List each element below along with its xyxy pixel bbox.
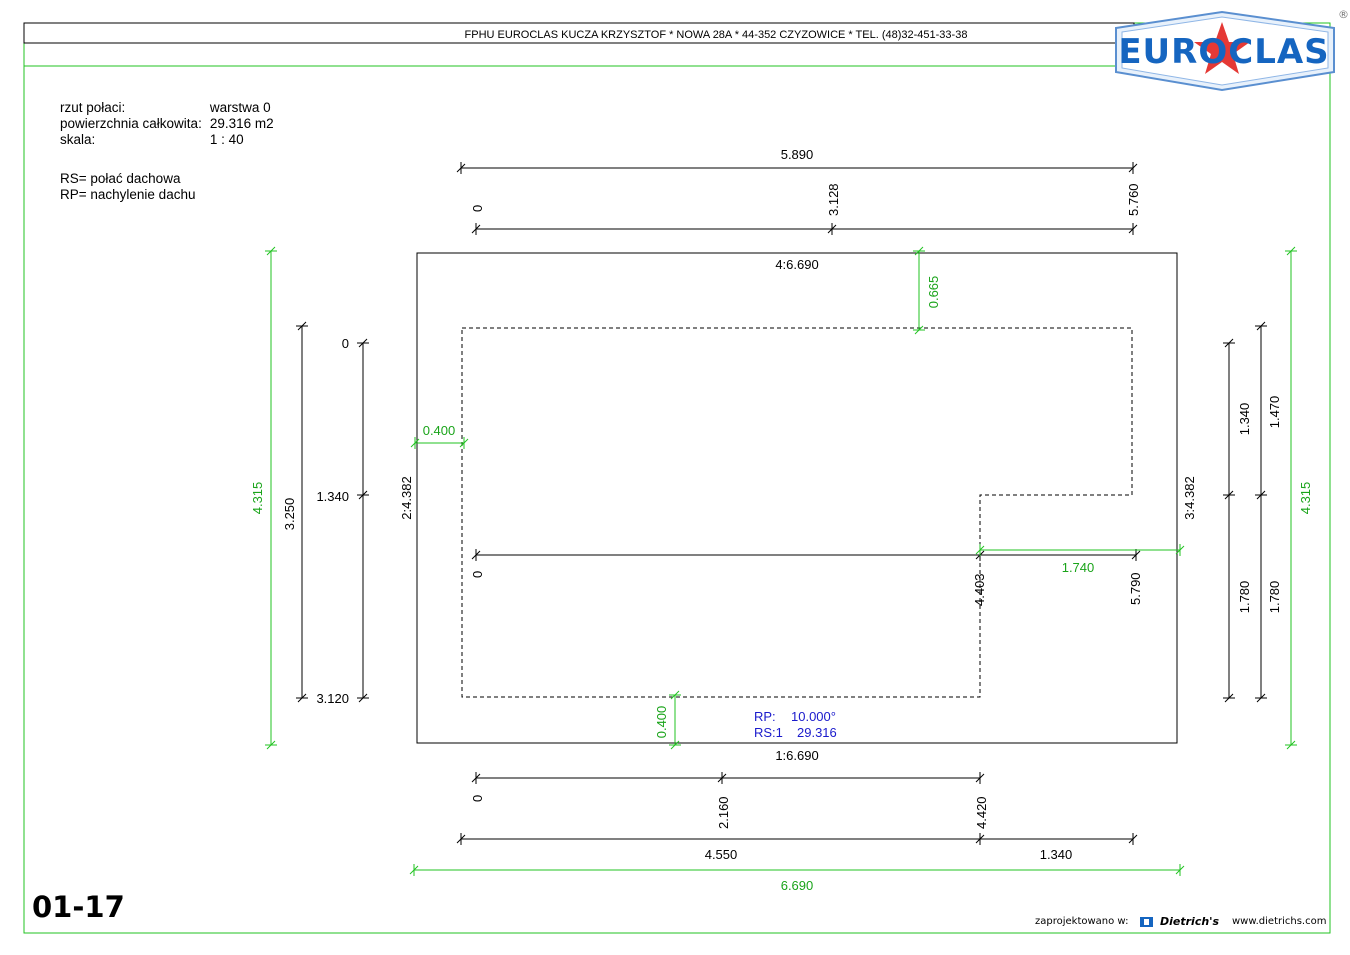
top-overall-dim: 5.890 xyxy=(781,147,814,162)
info-row-layer: rzut połaci: warstwa 0 xyxy=(60,100,274,116)
rs-label: RS:1 xyxy=(754,725,783,740)
footer-url[interactable]: www.dietrichs.com xyxy=(1232,916,1327,927)
abbreviation-legend: RS= połać dachowa RP= nachylenie dachu xyxy=(60,171,195,203)
wall-outline xyxy=(461,327,1133,698)
info-value-layer: warstwa 0 xyxy=(209,100,271,115)
right-dimensions: 1.340 1.780 1.470 1.780 4.315 xyxy=(1223,246,1313,750)
left-dimensions: 4.315 3.250 0 1.340 3.120 xyxy=(250,246,369,750)
left-segment: 3.250 xyxy=(282,498,297,531)
info-value-area: 29.316 m2 xyxy=(209,116,274,131)
edge-label-top: 4:6.690 xyxy=(775,257,818,272)
inner-dimensions: 0 4.403 5.790 1.740 xyxy=(470,544,1185,606)
top-tick-0: 0 xyxy=(470,205,485,212)
top-tick-1: 3.128 xyxy=(826,183,841,216)
left-overall-green: 4.315 xyxy=(250,482,265,515)
legend-rp: RP= nachylenie dachu xyxy=(60,187,196,202)
left-tick-0: 0 xyxy=(342,336,349,351)
inner-green-dim: 1.740 xyxy=(1062,560,1095,575)
right-a-segment-1: 1.340 xyxy=(1237,403,1252,436)
rp-label: RP: xyxy=(754,709,776,724)
top-tick-2: 5.760 xyxy=(1126,183,1141,216)
bottom-tick-1: 2.160 xyxy=(716,796,731,829)
logo-star-icon xyxy=(1194,22,1250,74)
footer-designed-in: zaprojektowano w: xyxy=(1035,916,1129,927)
company-line: FPHU EUROCLAS KUCZA KRZYSZTOF * NOWA 28A… xyxy=(465,29,968,41)
left-tick-2: 3.120 xyxy=(316,691,349,706)
right-b-segment-2: 1.780 xyxy=(1267,581,1282,614)
right-b-segment-1: 1.470 xyxy=(1267,396,1282,429)
edge-label-bottom: 1:6.690 xyxy=(775,748,818,763)
info-label-area: powierzchnia całkowita: xyxy=(60,116,202,131)
right-overall-green: 4.315 xyxy=(1298,482,1313,515)
overhang-bottom: 0.400 xyxy=(654,706,669,739)
inner-tick-1: 4.403 xyxy=(972,573,987,606)
info-value-scale: 1 : 40 xyxy=(209,132,244,147)
top-dimensions: 5.890 0 3.128 5.760 xyxy=(456,147,1141,235)
sheet-border xyxy=(23,22,1331,934)
overhang-top: 0.665 xyxy=(926,276,941,309)
info-row-area: powierzchnia całkowita: 29.316 m2 xyxy=(60,116,274,132)
euroclas-logo: EUROCLAS xyxy=(1115,10,1335,92)
bottom-segment-1: 4.550 xyxy=(705,847,738,862)
left-tick-1: 1.340 xyxy=(316,489,349,504)
footer-brand: Dietrich's xyxy=(1160,915,1220,928)
info-label-scale: skala: xyxy=(60,132,96,147)
rs-value: 29.316 xyxy=(797,725,837,740)
overhang-dimensions: 0.665 0.400 0.400 xyxy=(410,246,941,750)
info-label-layer: rzut połaci: xyxy=(60,100,126,115)
overhang-left: 0.400 xyxy=(423,423,456,438)
edge-label-left: 2:4.382 xyxy=(399,476,414,519)
bottom-dimensions: 0 2.160 4.420 4.550 1.340 6.690 xyxy=(409,772,1185,893)
roof-outline xyxy=(416,252,1178,744)
bottom-overall-green: 6.690 xyxy=(781,878,814,893)
bottom-tick-2: 4.420 xyxy=(974,796,989,829)
info-table: rzut połaci: warstwa 0 powierzchnia całk… xyxy=(60,100,274,148)
right-a-segment-2: 1.780 xyxy=(1237,581,1252,614)
legend-rs: RS= połać dachowa xyxy=(60,171,181,186)
info-row-scale: skala: 1 : 40 xyxy=(60,132,274,148)
sheet-code: 01-17 xyxy=(32,890,125,924)
bottom-segment-2: 1.340 xyxy=(1040,847,1073,862)
inner-tick-0: 0 xyxy=(470,571,485,578)
rp-value: 10.000° xyxy=(791,709,836,724)
svg-text:EUROCLAS: EUROCLAS xyxy=(1118,32,1329,72)
bottom-tick-0: 0 xyxy=(470,795,485,802)
registered-mark: ® xyxy=(1338,8,1349,21)
inner-tick-2: 5.790 xyxy=(1128,572,1143,605)
edge-label-right: 3:4.382 xyxy=(1182,476,1197,519)
